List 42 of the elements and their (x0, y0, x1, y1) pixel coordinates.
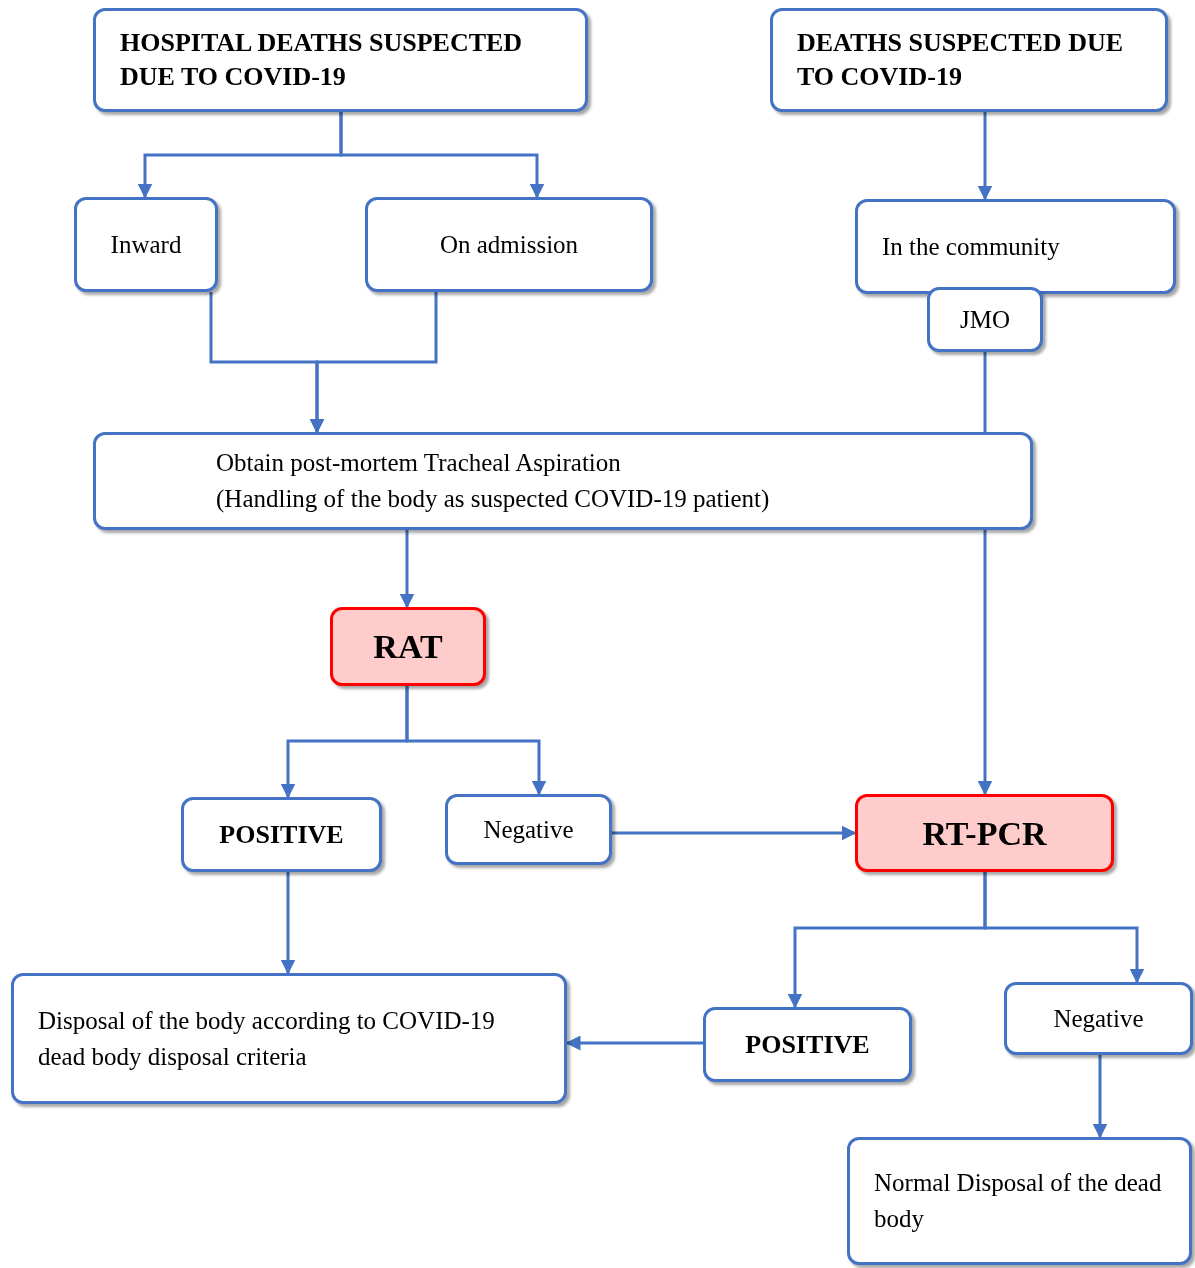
process-box (855, 199, 1176, 294)
process-box (93, 8, 588, 112)
process-box (1004, 982, 1193, 1055)
test-box (330, 607, 486, 686)
box-text: Disposal of the body according to COVID-19 dead body disposal criteria (38, 1005, 496, 1072)
arrow (612, 825, 857, 841)
arrow (565, 1035, 703, 1051)
box-text: (Handling of the body as suspected COVID-19 patient) (216, 484, 770, 515)
box-text: RAT (373, 627, 443, 667)
box-text: Negative (1053, 1003, 1144, 1034)
box-text: POSITIVE (745, 1029, 870, 1061)
box-text: In the community (882, 231, 1060, 262)
arrow (399, 530, 415, 609)
process-box (445, 794, 612, 865)
box-text: JMO (960, 304, 1010, 335)
box-text: Obtain post-mortem Tracheal Aspiration (216, 448, 621, 478)
process-box (93, 432, 1033, 530)
box-text: Normal Disposal of the dead body (874, 1168, 1163, 1234)
process-box (847, 1137, 1192, 1265)
process-box (74, 197, 218, 292)
box-text: RT-PCR (922, 813, 1047, 854)
process-box (181, 797, 382, 872)
process-box (11, 973, 567, 1104)
box-text: POSITIVE (219, 819, 344, 851)
box-text: Negative (483, 814, 574, 845)
arrow (977, 530, 993, 796)
arrow (309, 292, 438, 434)
arrow (405, 686, 547, 796)
process-box (703, 1007, 912, 1082)
box-text: Inward (110, 229, 182, 260)
box-text: HOSPITAL DEATHS SUSPECTED DUE TO COVID-19 (120, 27, 524, 93)
box-text: On admission (439, 229, 579, 260)
box-text: DEATHS SUSPECTED DUE TO COVID-19 (797, 27, 1125, 93)
arrow (339, 112, 545, 199)
process-box (927, 287, 1043, 352)
arrow (1092, 1055, 1108, 1139)
process-box (365, 197, 653, 292)
test-box (855, 794, 1114, 872)
arrow (280, 872, 296, 975)
arrow (983, 872, 1145, 984)
arrow (977, 112, 993, 201)
process-box (770, 8, 1168, 112)
